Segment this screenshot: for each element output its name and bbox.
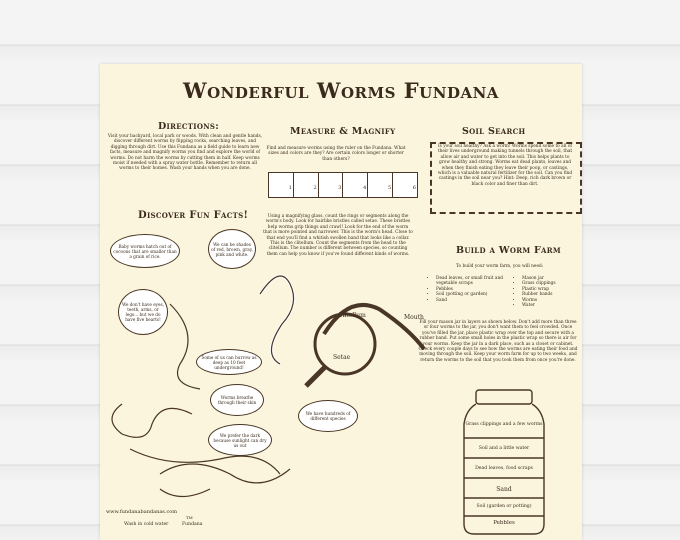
brand-name: Fundana — [182, 522, 203, 527]
fact-bubble: We can be shades of red, brown, gray, pi… — [208, 229, 256, 269]
worm-illustrations — [111, 274, 426, 498]
fact-bubble: We don't have eyes, teeth, arms, or legs… — [118, 289, 168, 335]
worm-illustration — [159, 463, 291, 484]
fundana-sheet: Wonderful Worms Fundana Directions: Visi… — [100, 64, 582, 540]
list-item: Worms — [522, 298, 582, 303]
worm-illustration — [169, 303, 201, 390]
worm-illustration — [258, 274, 296, 366]
jar-layer-label: Soil (garden or potting) — [476, 504, 532, 509]
ruler-number: 2 — [294, 173, 319, 197]
jar-layer-label: Grass clippings and a few worms — [465, 422, 543, 427]
fact-bubble: Some of us can burrow as deep as 10 feet… — [196, 349, 262, 375]
wash-instructions: Wash in cold water — [124, 522, 169, 527]
jar-layer-label: Sand — [496, 486, 512, 493]
trademark: TM — [186, 515, 193, 520]
worm-illustration — [111, 403, 193, 438]
supply-list-right: Mason jar Grass clippings Plastic wrap R… — [514, 276, 582, 308]
list-item: Water — [522, 303, 582, 308]
jar-layer-label: Soil and a little water — [478, 446, 530, 451]
soil-search-text: Is your soil healthy? Ask a worm! Worms … — [437, 144, 573, 187]
directions-text: Visit your backyard, local park or woods… — [107, 134, 263, 172]
clitellum-label: Clitellum — [338, 312, 366, 319]
list-item: Sand — [436, 298, 506, 303]
list-item: Rubber bands — [522, 292, 582, 297]
fact-bubble: Worms breathe through their skin — [210, 384, 264, 416]
mouth-label: Mouth — [404, 314, 424, 321]
fact-bubble: We prefer the dark because sunlight can … — [208, 424, 272, 456]
ruler-number: 5 — [368, 173, 394, 197]
directions-heading: Directions: — [158, 121, 220, 132]
fact-bubble: Baby worms hatch out of cocoons that are… — [110, 234, 180, 268]
measure-heading: Measure & Magnify — [290, 126, 396, 137]
worm-farm-text: Fill your mason jar in layers as shown b… — [418, 320, 578, 363]
magnifier-handle-icon — [304, 364, 328, 388]
worm-illustration — [159, 488, 211, 498]
soil-search-heading: Soil Search — [462, 126, 526, 137]
list-item: Grass clippings — [522, 281, 582, 286]
ruler: 1 2 3 4 5 6 — [268, 172, 418, 198]
list-item: Mason jar — [522, 276, 582, 281]
jar-layer-label: Dead leaves, food scraps — [475, 466, 533, 471]
worm-farm-heading: Build a Worm Farm — [456, 245, 561, 256]
ruler-number: 6 — [412, 185, 416, 191]
page-title: Wonderful Worms Fundana — [183, 78, 499, 103]
jar-lid-icon — [475, 389, 533, 405]
magnifier-lens-icon — [313, 312, 377, 376]
list-item: Soil (potting or garden) — [436, 292, 506, 297]
list-item: Plastic wrap — [522, 287, 582, 292]
measure-text: Using a magnifying glass, count the ring… — [263, 214, 413, 257]
soil-search-box — [430, 142, 582, 214]
ruler-number: 3 — [319, 173, 344, 197]
fun-facts-heading: Discover Fun Facts! — [138, 210, 249, 221]
measure-intro: Find and measure worms using the ruler o… — [266, 146, 406, 162]
ruler-number: 4 — [343, 173, 369, 197]
setae-label: Setae — [333, 354, 351, 361]
jar-layer-label: Pebbles — [493, 520, 515, 526]
list-item: Dead leaves, or small fruit and vegetabl… — [436, 276, 506, 287]
worm-illustration — [259, 275, 295, 365]
website-url: www.fundanabandanas.com — [106, 509, 178, 515]
worm-illustration — [322, 303, 426, 351]
mason-jar-icon — [463, 389, 545, 535]
ruler-number: 1 — [269, 173, 294, 197]
worm-farm-intro: To build your worm farm, you will need: — [456, 264, 544, 269]
worm-illustration — [129, 448, 281, 475]
jar-body-icon — [463, 403, 545, 535]
fact-bubble: We have hundreds of different species — [298, 400, 358, 432]
supply-list-left: Dead leaves, or small fruit and vegetabl… — [428, 276, 506, 303]
list-item: Pebbles — [436, 287, 506, 292]
ruler-scale: 1 2 3 4 5 6 — [269, 173, 417, 197]
